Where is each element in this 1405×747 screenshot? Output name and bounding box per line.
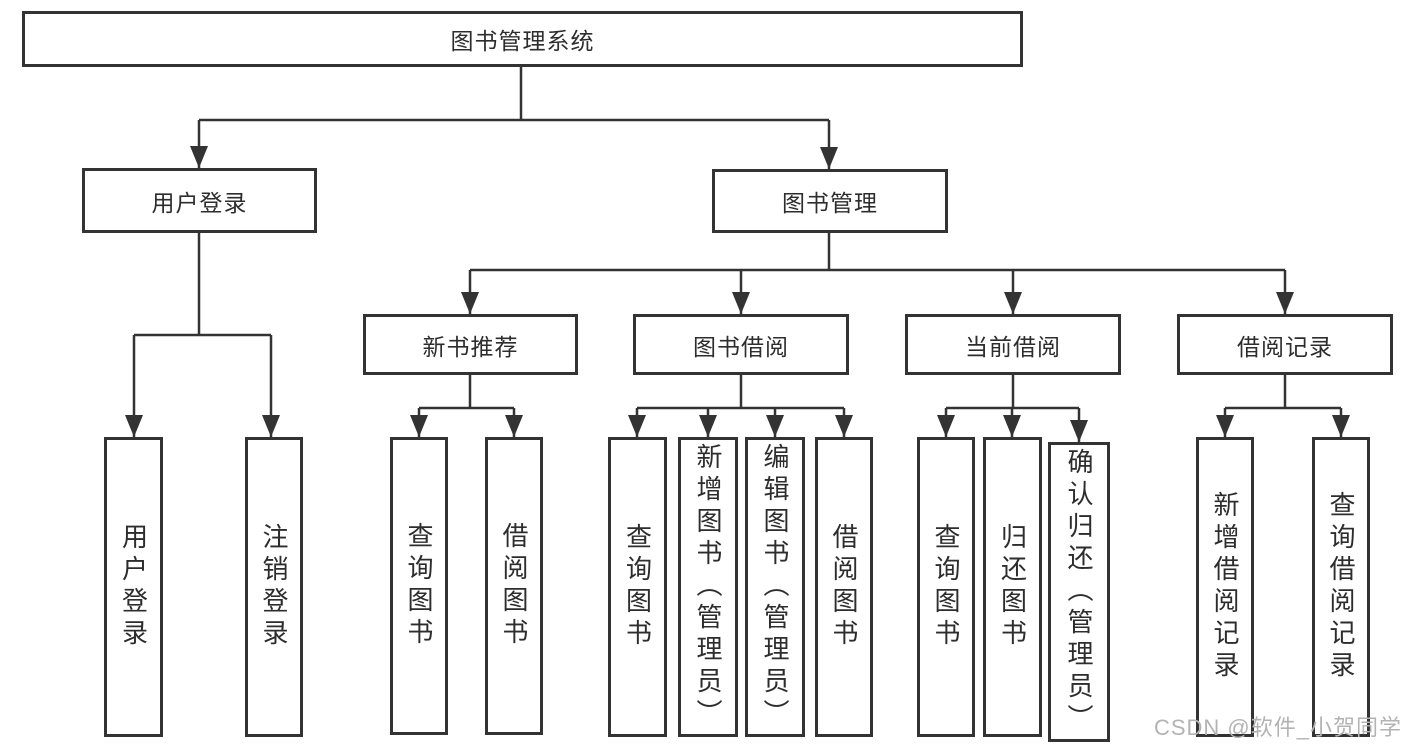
leaf-user-login: 用户登录	[104, 437, 163, 737]
node-new-book-recommend-label: 新书推荐	[422, 333, 519, 360]
node-new-book-recommend: 新书推荐	[363, 314, 578, 375]
leaf-edit-book-admin-label: 编辑图书（管理员）	[760, 443, 790, 731]
node-current-borrow: 当前借阅	[905, 314, 1121, 375]
leaf-confirm-return-admin: 确认归还（管理员）	[1048, 442, 1110, 742]
leaf-query-books-recommend: 查询图书	[390, 437, 448, 735]
leaf-query-borrow-record-label: 查询借阅记录	[1326, 491, 1356, 683]
leaf-return-books: 归还图书	[983, 437, 1042, 737]
node-book-management-label: 图书管理	[782, 190, 878, 216]
leaf-edit-book-admin: 编辑图书（管理员）	[745, 437, 805, 737]
leaf-return-books-label: 归还图书	[997, 523, 1028, 651]
leaf-add-borrow-record-label: 新增借阅记录	[1210, 491, 1240, 683]
leaf-query-books-current-label: 查询图书	[931, 523, 961, 651]
leaf-borrow-books-borrow-label: 借阅图书	[829, 523, 859, 651]
leaf-query-books-current: 查询图书	[917, 437, 975, 737]
node-user-login: 用户登录	[82, 168, 317, 233]
leaf-borrow-books-borrow: 借阅图书	[815, 437, 873, 737]
leaf-add-book-admin-label: 新增图书（管理员）	[693, 443, 723, 731]
watermark: CSDN @软件_小贺同学	[1153, 715, 1402, 740]
node-book-borrow-label: 图书借阅	[693, 333, 789, 360]
leaf-query-borrow-record: 查询借阅记录	[1312, 437, 1370, 737]
node-book-borrow: 图书借阅	[633, 314, 849, 375]
leaf-add-borrow-record: 新增借阅记录	[1196, 437, 1254, 737]
node-book-management: 图书管理	[712, 169, 948, 233]
leaf-query-books-recommend-label: 查询图书	[404, 522, 434, 650]
node-borrow-records-label: 借阅记录	[1237, 333, 1333, 360]
node-current-borrow-label: 当前借阅	[965, 333, 1061, 360]
leaf-query-books-borrow: 查询图书	[608, 437, 667, 737]
leaf-borrow-books-recommend-label: 借阅图书	[499, 522, 529, 650]
leaf-add-book-admin: 新增图书（管理员）	[678, 437, 738, 737]
leaf-confirm-return-admin-label: 确认归还（管理员）	[1064, 448, 1094, 736]
leaf-borrow-books-recommend: 借阅图书	[485, 437, 543, 735]
leaf-logout: 注销登录	[245, 437, 303, 737]
node-root-label: 图书管理系统	[450, 28, 595, 54]
leaf-query-books-borrow-label: 查询图书	[622, 523, 653, 651]
leaf-logout-label: 注销登录	[259, 523, 289, 651]
leaf-user-login-label: 用户登录	[118, 523, 149, 651]
node-user-login-label: 用户登录	[151, 189, 248, 216]
node-borrow-records: 借阅记录	[1177, 314, 1393, 375]
node-root: 图书管理系统	[22, 11, 1023, 67]
